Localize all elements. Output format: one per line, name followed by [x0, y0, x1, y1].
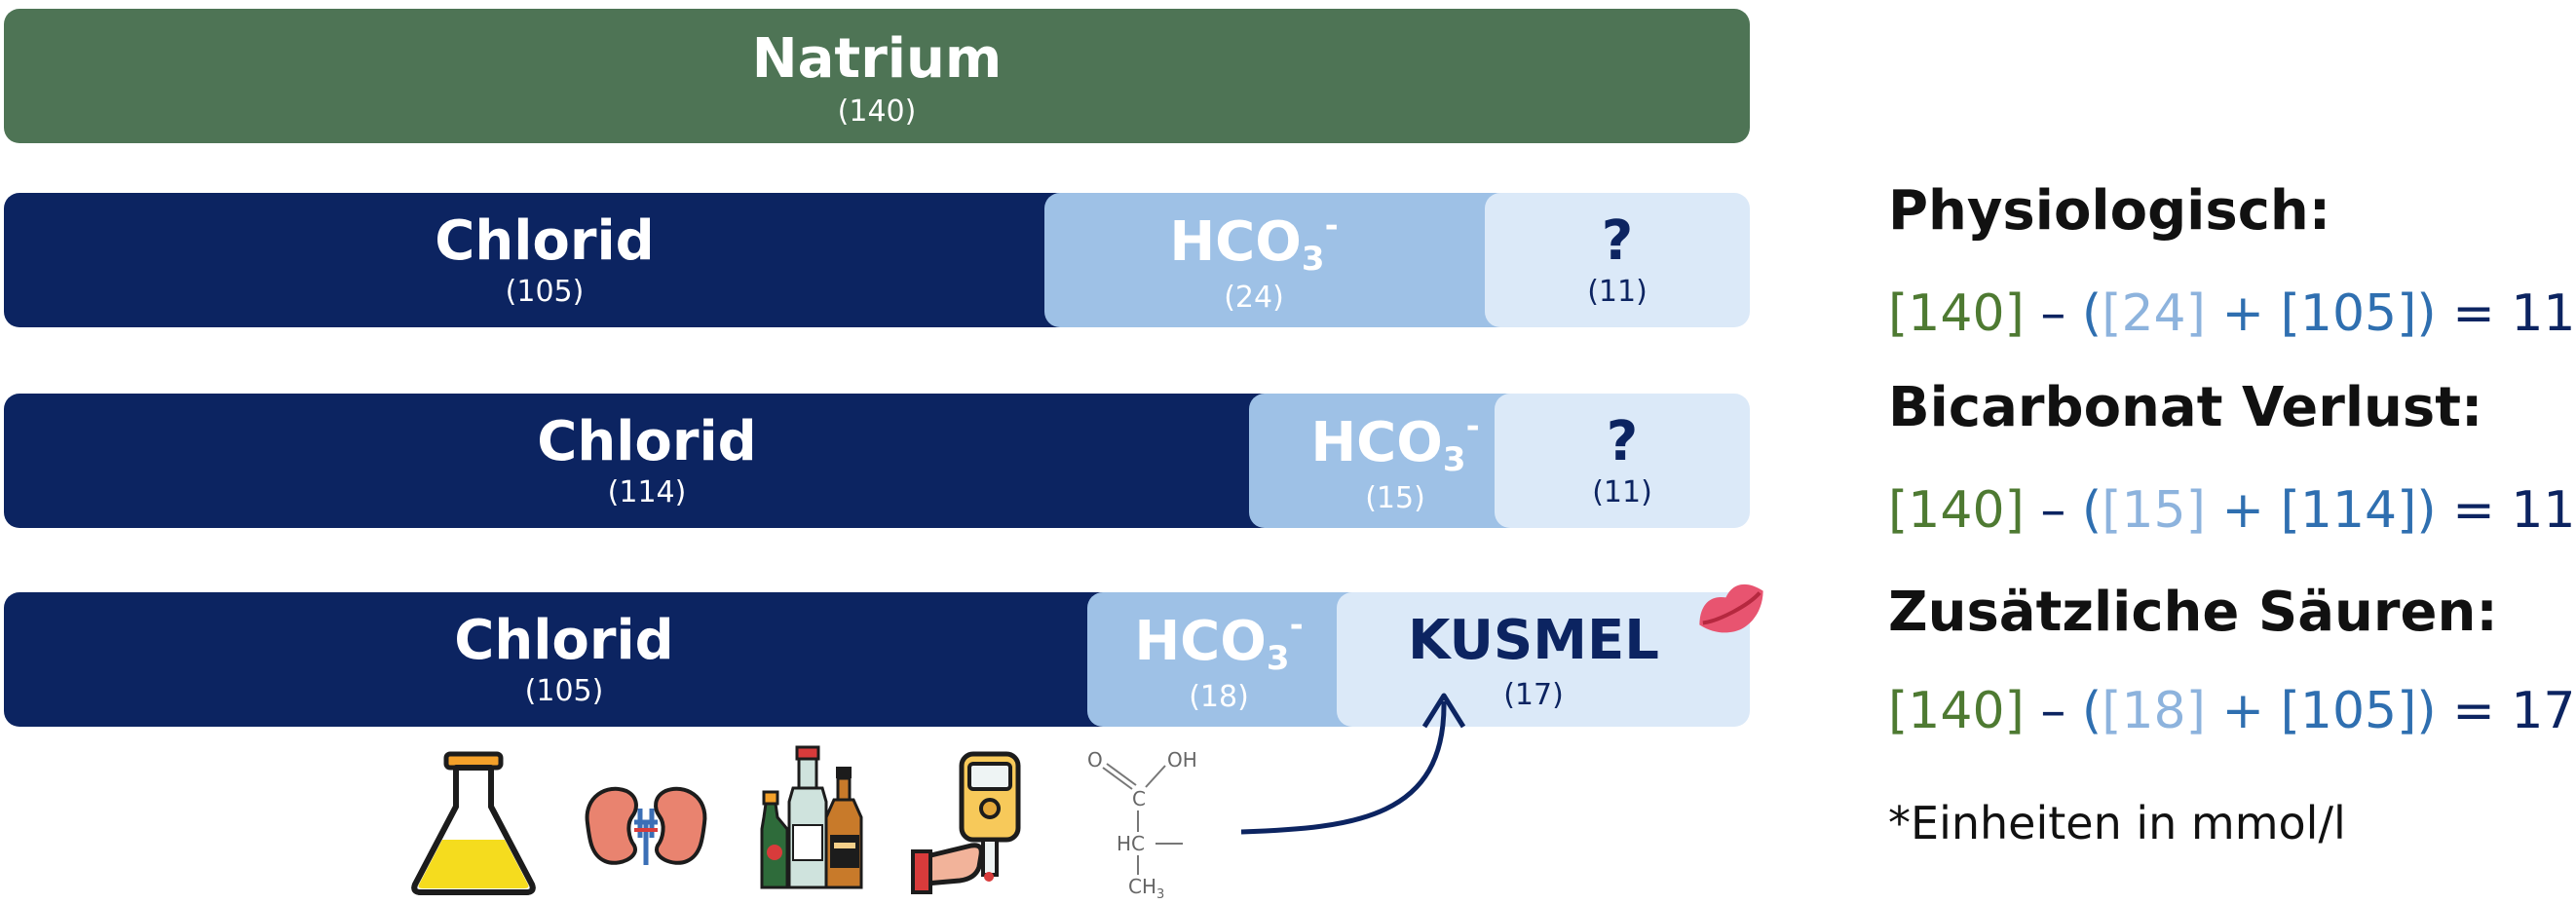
anion-gap-label: ?: [1601, 209, 1634, 273]
kusmel-segment: KUSMEL (17): [1337, 592, 1750, 727]
hco3-segment: HCO3- (15): [1249, 394, 1541, 528]
chlorid-segment: Chlorid (105): [4, 193, 1085, 327]
chlorid-segment: Chlorid (114): [4, 394, 1290, 528]
chlorid-label: Chlorid: [454, 609, 674, 672]
molecule-hc: HC: [1117, 832, 1146, 855]
lips-icon: [1699, 584, 1763, 633]
chlorid-value: (105): [505, 275, 585, 309]
equation-title-saeuren: Zusätzliche Säuren:: [1888, 581, 2498, 644]
natrium-value: (140): [837, 94, 917, 129]
arrow-to-kusmel-icon: [1240, 693, 1466, 835]
kidney-icon: [585, 786, 707, 865]
bottles-icon: [760, 745, 863, 889]
bar-row-3: Chlorid (105) HCO3- (18) KUSMEL (17): [4, 592, 1750, 727]
equation-physiologisch: [140] – ([24] + [105]) = 11: [1888, 284, 2576, 343]
molecule-o: O: [1087, 748, 1103, 772]
equation-title-bicarbonat: Bicarbonat Verlust:: [1888, 376, 2483, 439]
hco3-value: (18): [1189, 680, 1249, 714]
hco3-label: HCO3-: [1169, 207, 1339, 279]
kusmel-value: (17): [1503, 678, 1564, 712]
molecule-bonds: [1102, 763, 1183, 875]
hco3-value: (24): [1224, 281, 1284, 315]
natrium-label: Natrium: [751, 27, 1003, 91]
hco3-value: (15): [1365, 481, 1425, 515]
glucometer-icon: [911, 751, 1021, 894]
hco3-label: HCO3-: [1134, 606, 1304, 678]
chlorid-value: (105): [524, 674, 604, 708]
natrium-bar: Natrium (140): [4, 9, 1750, 143]
anion-gap-value: (11): [1587, 275, 1648, 309]
anion-gap-label: ?: [1606, 410, 1639, 473]
chlorid-label: Chlorid: [537, 410, 757, 473]
equation-bicarbonat: [140] – ([15] + [114]) = 11: [1888, 481, 2576, 540]
molecule-oh: OH: [1167, 748, 1197, 772]
kusmel-label: KUSMEL: [1408, 609, 1659, 672]
equation-title-physiologisch: Physiologisch:: [1888, 179, 2331, 243]
anion-gap-segment: ? (11): [1495, 394, 1750, 528]
anion-gap-segment: ? (11): [1485, 193, 1750, 327]
bar-row-2: Chlorid (114) HCO3- (15) ? (11): [4, 394, 1750, 528]
chlorid-segment: Chlorid (105): [4, 592, 1124, 727]
hco3-label: HCO3-: [1310, 407, 1480, 479]
anion-gap-value: (11): [1592, 475, 1652, 509]
chlorid-label: Chlorid: [435, 209, 655, 273]
chlorid-value: (114): [607, 475, 687, 509]
molecule-ch3: CH3: [1128, 875, 1165, 902]
units-note: *Einheiten in mmol/l: [1888, 797, 2346, 849]
equation-saeuren: [140] – ([18] + [105]) = 17: [1888, 682, 2576, 740]
lactic-acid-molecule: O OH C HC CH3: [1081, 748, 1218, 904]
bar-row-1: Chlorid (105) HCO3- (24) ? (11): [4, 193, 1750, 327]
molecule-c: C: [1132, 787, 1146, 810]
hco3-segment: HCO3- (24): [1044, 193, 1541, 327]
flask-icon: [411, 751, 536, 895]
